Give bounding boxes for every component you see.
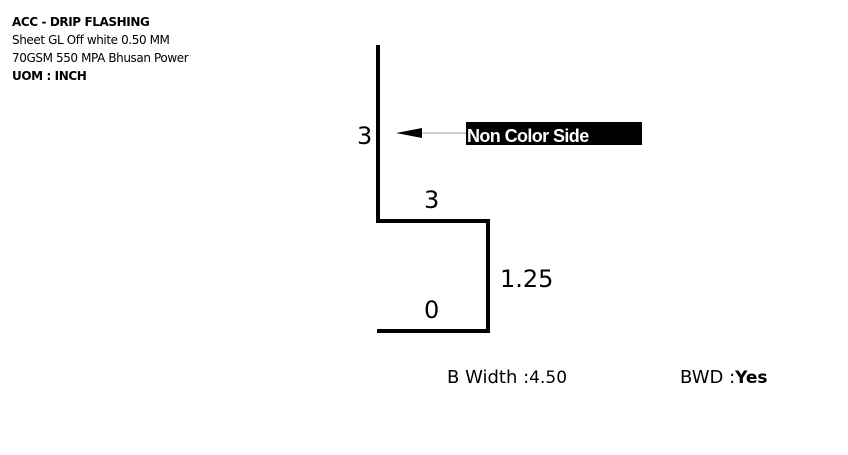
segment-4-dimension: 0 [424, 296, 439, 324]
segment-2-dimension: 3 [424, 186, 439, 214]
annotation-arrowhead [396, 128, 422, 138]
bwd-value: Yes [735, 368, 768, 388]
material-line-1: Sheet GL Off white 0.50 MM [12, 33, 170, 47]
blank-width-label: B Width : [447, 367, 530, 388]
profile-outline [376, 45, 490, 333]
product-title: ACC - DRIP FLASHING [12, 15, 150, 29]
bwd-status: BWD :Yes [680, 367, 768, 388]
bwd-label: BWD : [680, 367, 736, 388]
annotation-label-box [466, 122, 642, 145]
non-color-side-label: Non Color Side [467, 126, 589, 146]
material-line-2: 70GSM 550 MPA Bhusan Power [12, 51, 189, 65]
unit-of-measure: UOM : INCH [12, 69, 87, 83]
blank-width: B Width :4.50 [447, 367, 567, 388]
segment-1-dimension: 3 [357, 122, 372, 150]
product-info: ACC - DRIP FLASHING Sheet GL Off white 0… [12, 13, 189, 85]
segment-3-dimension: 1.25 [500, 265, 553, 293]
blank-width-value: 4.50 [529, 368, 568, 388]
